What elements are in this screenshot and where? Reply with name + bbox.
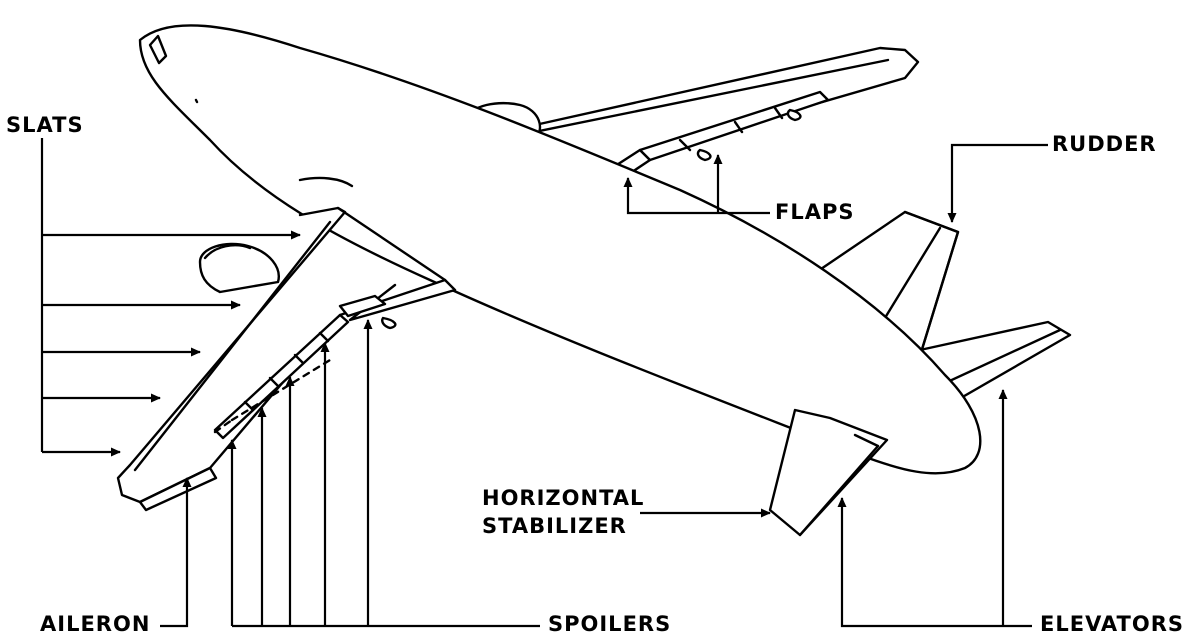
spoilers-label: SPOILERS [548, 612, 672, 636]
horizontal-stabilizer-label-line1: HORIZONTAL [482, 486, 645, 510]
near-wing-spoilers [213, 313, 350, 440]
aileron-label: AILERON [40, 612, 151, 636]
near-elevator-line [798, 433, 880, 537]
elevators-label: ELEVATORS [1040, 612, 1184, 636]
rudder-label: RUDDER [1052, 132, 1157, 156]
cockpit-window [148, 34, 168, 65]
horizontal-stabilizer-label-line2: STABILIZER [482, 514, 627, 538]
near-engine-inlet [203, 244, 252, 260]
flaps-label: FLAPS [775, 200, 855, 224]
rudder-leader [947, 143, 1048, 223]
flap-track-1 [696, 148, 712, 162]
near-wing-outline [336, 206, 447, 282]
near-wing-spoiler-dividers [243, 331, 330, 412]
slats-label: SLATS [6, 113, 84, 137]
horizontal-stabilizer-label: HORIZONTAL STABILIZER [482, 484, 644, 540]
flap-track-3 [381, 316, 397, 330]
flaps-leader [623, 177, 770, 215]
flap-track-dashed [213, 358, 332, 434]
near-wing-flap [338, 294, 387, 318]
aileron-leader [160, 477, 192, 628]
near-engine [198, 242, 280, 294]
elevators-leader [837, 497, 1032, 628]
nose-dot [194, 98, 199, 104]
far-wing-flap-2 [638, 90, 830, 162]
far-wing-slat-line [493, 58, 890, 142]
wing-root-fairing [298, 176, 354, 188]
flap-track-2 [786, 108, 802, 122]
far-elevator-line [928, 328, 1062, 392]
near-horizontal-stabilizer [768, 408, 889, 537]
far-wing-spoiler-lines [678, 106, 784, 152]
near-wing-slat-line [133, 220, 332, 472]
